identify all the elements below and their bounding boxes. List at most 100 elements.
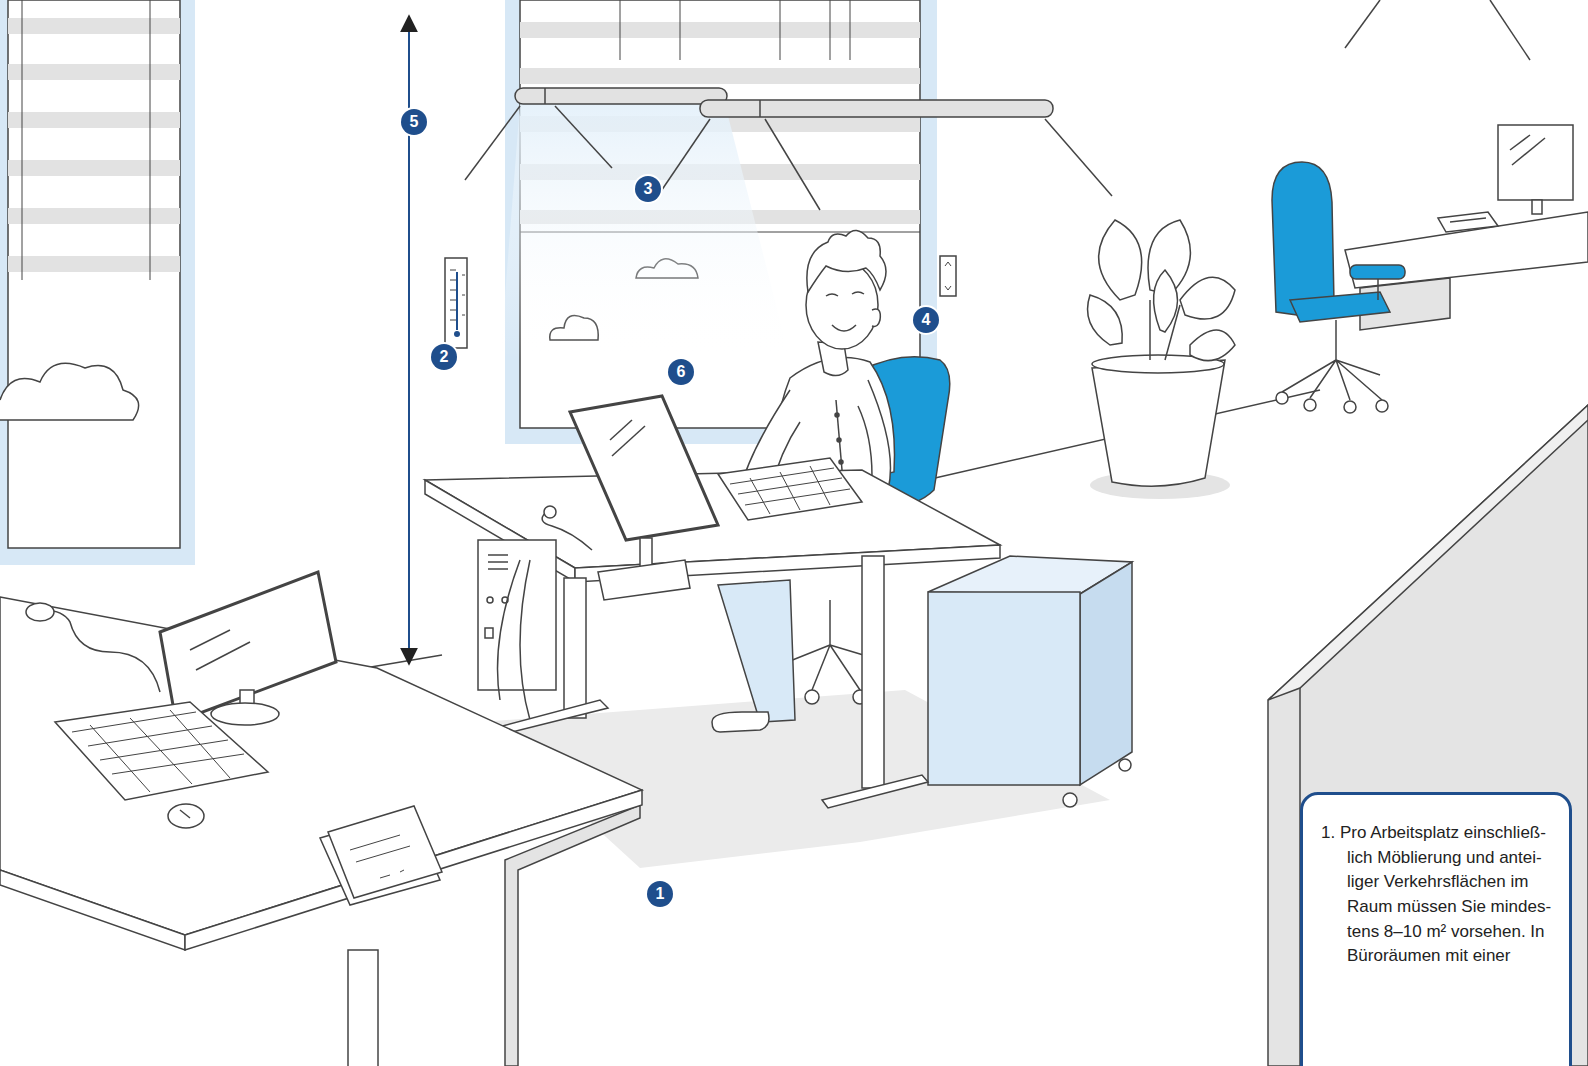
left-window-part <box>0 0 195 565</box>
center-window-part <box>830 0 831 60</box>
left-desk-part <box>190 630 230 650</box>
left-desk-part <box>168 804 204 828</box>
left-window-part <box>8 256 180 272</box>
person-part <box>837 438 841 442</box>
center-desk-part <box>564 578 586 718</box>
plant-part <box>1165 305 1180 360</box>
left-window-part <box>150 0 151 280</box>
center-desk-part <box>718 458 862 520</box>
far-chair-part <box>1282 360 1382 400</box>
node-text: 2 <box>440 349 449 365</box>
center-desk-part <box>612 426 645 456</box>
center-desk-part <box>730 466 850 514</box>
ceiling-lines-part <box>1490 0 1530 60</box>
plant-part <box>1154 270 1178 332</box>
ceiling-lamps-part <box>655 119 710 200</box>
thermometer-part <box>445 258 467 348</box>
center-desk-part <box>488 554 508 556</box>
person-part <box>839 460 843 464</box>
center-window-part <box>520 22 920 38</box>
left-window-part <box>8 112 180 128</box>
ceiling-lines <box>1345 0 1530 60</box>
far-desk-part <box>1532 200 1542 214</box>
left-window-part <box>8 18 180 34</box>
thermometer <box>445 258 467 348</box>
left-desk-part <box>30 610 160 692</box>
far-chair-part <box>1335 320 1337 360</box>
callout-number: 2 <box>431 344 457 370</box>
ceiling-lamps-part <box>700 100 1053 117</box>
left-desk-part <box>55 702 268 800</box>
left-desk-part <box>211 703 279 725</box>
ceiling-lamps-part <box>465 106 520 180</box>
rolling-cabinet-part <box>1063 793 1077 807</box>
left-window <box>0 0 195 565</box>
room-edges-part <box>365 655 442 668</box>
left-desk-part <box>0 870 185 950</box>
far-chair-part <box>1344 401 1356 413</box>
callout-number: 1 <box>647 881 673 907</box>
left-window-part <box>8 64 180 80</box>
far-chair-part <box>1304 399 1316 411</box>
person-part <box>872 309 880 326</box>
far-desk-part <box>1498 125 1573 200</box>
center-desk-part <box>485 628 493 638</box>
left-desk-part <box>196 642 250 670</box>
center-desk-part <box>862 556 884 788</box>
partition-wall-part <box>1268 405 1588 700</box>
ceiling-lamps-part <box>759 100 761 117</box>
center-desk-part <box>640 538 652 568</box>
ceiling-lamps-part <box>500 104 790 360</box>
person-part <box>712 712 769 732</box>
ceiling-lamps-part <box>555 106 612 168</box>
plant-part <box>1092 360 1225 486</box>
left-desk-part <box>185 790 642 950</box>
ceiling-lines-part <box>1345 0 1380 48</box>
ceiling-lamps-part <box>765 119 820 210</box>
callout-number: 5 <box>401 109 427 135</box>
far-chair-part <box>1376 400 1388 412</box>
rolling-cabinet-part <box>1119 759 1131 771</box>
far-desk-part <box>1450 218 1486 222</box>
node-text: 3 <box>644 181 653 197</box>
ceiling-lamps <box>465 88 1112 360</box>
node-text: 1. Pro Arbeitsplatz einschließ- lich Möb… <box>1347 821 1553 969</box>
far-desk-part <box>1510 135 1530 150</box>
light-switch-part <box>945 262 951 290</box>
node-text: 4 <box>922 312 931 328</box>
ceiling-lamps-part <box>1045 119 1112 196</box>
far-desk-part <box>1512 138 1545 165</box>
left-desk-part <box>348 950 378 1066</box>
person-part <box>718 580 795 722</box>
plant-part <box>1099 220 1142 300</box>
center-desk-part <box>488 568 508 570</box>
far-chair-part <box>1290 292 1390 322</box>
center-desk-part <box>610 420 632 440</box>
rolling-cabinet-part <box>928 592 1080 785</box>
far-chair-part <box>1377 279 1379 300</box>
person-part <box>832 325 856 331</box>
thermometer-part <box>456 272 458 330</box>
center-window-part <box>680 0 681 60</box>
node-text: 5 <box>410 114 419 130</box>
center-desk-part <box>570 396 718 540</box>
left-desk-part <box>26 603 54 621</box>
center-desk-part <box>488 561 508 563</box>
ceiling-lamps-part <box>544 88 546 104</box>
left-window-part <box>8 0 180 548</box>
left-window-part <box>8 160 180 176</box>
center-window-part <box>780 0 781 60</box>
person-part <box>826 292 864 296</box>
center-chair-part <box>805 690 819 704</box>
left-desk-part <box>160 572 336 722</box>
far-desk-part <box>1438 212 1498 232</box>
far-chair-part <box>1272 162 1334 316</box>
person-part <box>835 413 839 417</box>
left-window-part <box>0 363 139 420</box>
far-chair-part <box>1276 392 1288 404</box>
rolling-cabinet-part <box>1080 562 1132 785</box>
plant <box>1088 220 1236 499</box>
left-desk <box>0 572 642 1066</box>
ceiling-lamps-part <box>515 88 727 104</box>
